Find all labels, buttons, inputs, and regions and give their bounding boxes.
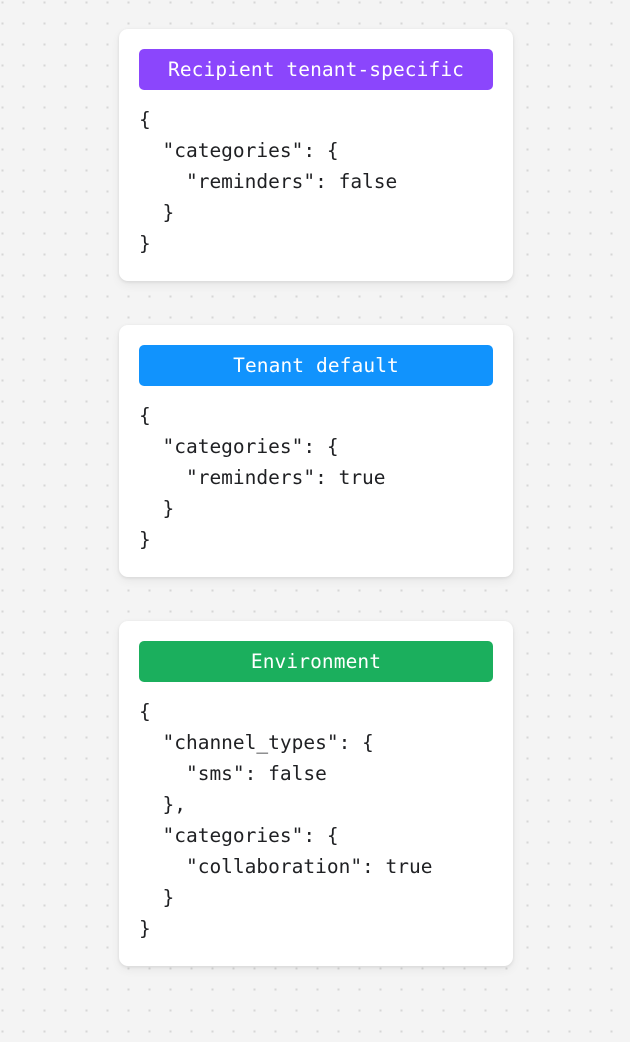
- card-header-tenant-default: Tenant default: [139, 345, 493, 386]
- card-header-recipient-tenant-specific: Recipient tenant-specific: [139, 49, 493, 90]
- preference-card-environment: Environment { "channel_types": { "sms": …: [119, 621, 513, 966]
- preference-card-recipient-tenant-specific: Recipient tenant-specific { "categories"…: [119, 29, 513, 281]
- card-header-environment: Environment: [139, 641, 493, 682]
- preference-card-tenant-default: Tenant default { "categories": { "remind…: [119, 325, 513, 577]
- card-code-tenant-default: { "categories": { "reminders": true } }: [139, 404, 386, 551]
- preference-cards-stack: Recipient tenant-specific { "categories"…: [119, 0, 513, 966]
- card-code-environment: { "channel_types": { "sms": false }, "ca…: [139, 700, 433, 940]
- card-code-recipient-tenant-specific: { "categories": { "reminders": false } }: [139, 108, 398, 255]
